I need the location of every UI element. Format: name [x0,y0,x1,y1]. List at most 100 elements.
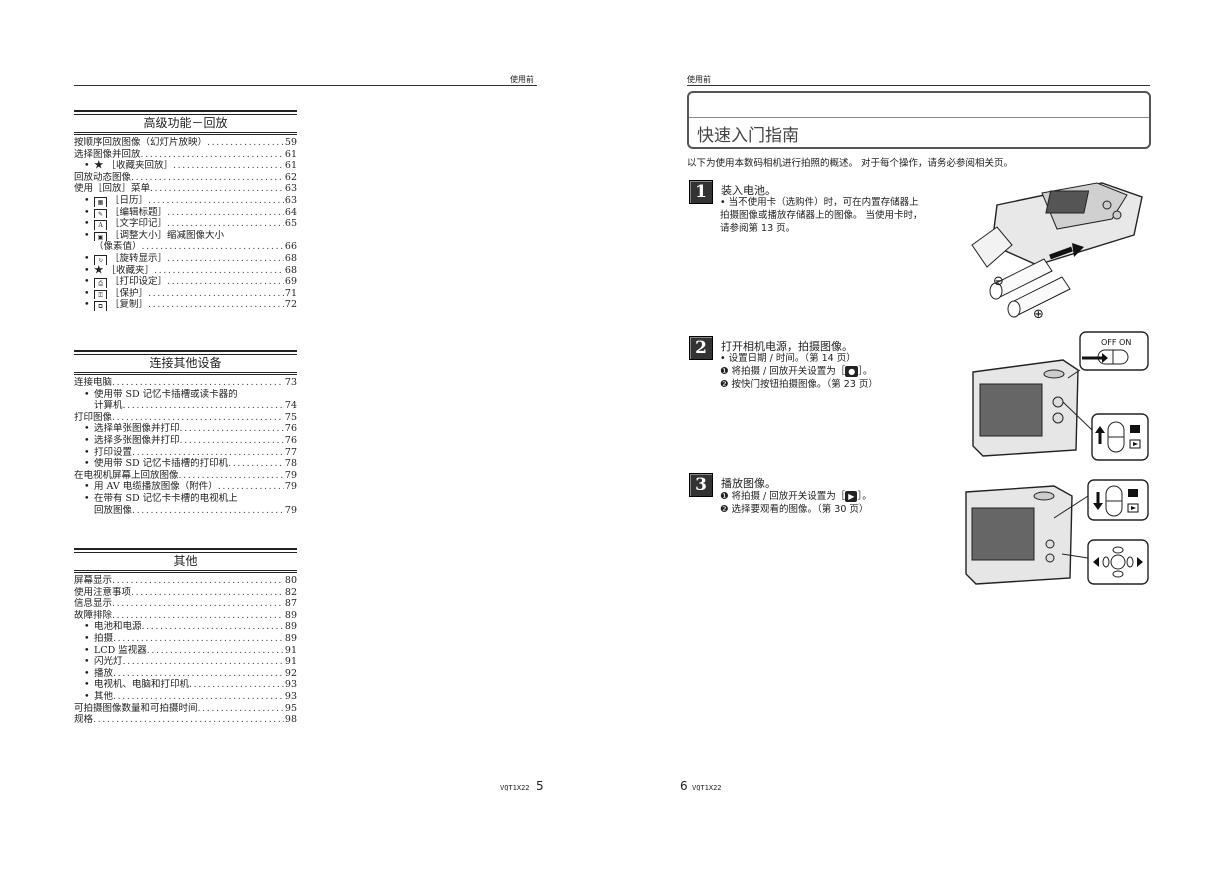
rotate-icon: ↻ [94,254,107,265]
toc-entry-text: 使用带 SD 记忆卡插槽或读卡器的 [94,388,238,400]
toc-entry-page: 93 [284,679,297,691]
toc-entry-text: 按顺序回放图像（幻灯片放映） [74,137,208,148]
toc-leader-dots [123,656,284,668]
toc-entry-page: 95 [284,702,297,714]
toc-entry[interactable]: •选择多张图像并打印76 [74,435,297,447]
toc-entry[interactable]: •★ ［收藏夹］68 [74,265,297,277]
toc-entry[interactable]: 回放图像79 [74,505,297,517]
edit-title-icon: ✎ [94,208,107,219]
toc-leader-dots [148,299,284,311]
toc-leader-dots [198,703,284,715]
toc-entry-text: 打印图像 [74,411,113,423]
toc-entry[interactable]: •拍摄89 [74,633,297,645]
section-bottom-rule [74,372,297,375]
toc-leader-dots [148,195,284,207]
toc-leader-dots [179,470,284,482]
right-footer-code: VQT1X22 [692,784,722,792]
toc-leader-dots [167,207,284,219]
toc-leader-dots [112,598,284,610]
toc-entry[interactable]: •在带有 SD 记忆卡卡槽的电视机上 [74,493,297,505]
toc-entry[interactable]: •播放92 [74,668,297,680]
toc-entry-text: 用 AV 电缆播放图像（附件） [94,481,218,493]
toc-entry-page: 89 [284,609,297,621]
toc-entry[interactable]: 使用注意事项82 [74,587,297,599]
toc-entry-page: 68 [284,252,297,264]
bullet: • [84,299,90,311]
toc-entry[interactable]: •电池和电源89 [74,621,297,633]
bullet: • [84,481,90,493]
toc-entry[interactable]: •✎［编辑标题］64 [74,207,297,219]
toc-entry-text: 使用带 SD 记忆卡插槽的打印机 [94,458,229,470]
toc-entry-text: ［编辑标题］ [110,206,168,218]
toc-leader-dots [167,253,284,265]
toc-entry[interactable]: •闪光灯91 [74,656,297,668]
section-top-rule [74,548,297,553]
off-on-label: OFF ON [1101,338,1131,347]
step-1-title: 装入电池。 [721,184,776,197]
bullet: • [84,160,90,172]
toc-leader-dots [113,633,284,645]
toc-leader-dots [93,714,284,726]
toc-entry[interactable]: 连接电脑73 [74,377,297,389]
toc-entry[interactable]: 故障排除89 [74,610,297,622]
toc-entry[interactable]: •⧉［复制］72 [74,299,297,311]
toc-entry-text: 回放动态图像 [74,171,132,183]
toc-entry[interactable]: •▦［日历］63 [74,195,297,207]
toc-entry[interactable]: （像素值）66 [74,241,297,253]
toc-entry[interactable]: •电视机、电脑和打印机93 [74,679,297,691]
toc-entry[interactable]: 使用［回放］菜单 63 [74,183,297,195]
toc-leader-dots [218,481,284,493]
toc-entry-text: 闪光灯 [94,656,123,668]
section-title: 连接其他设备 [149,356,222,370]
toc-entry[interactable]: •打印设置77 [74,447,297,459]
toc-entry[interactable]: 打印图像75 [74,412,297,424]
toc-entry[interactable]: 信息显示87 [74,598,297,610]
bullet: • [84,446,90,458]
toc-leader-dots [148,288,284,300]
toc-leader-dots [132,505,284,517]
toc-entry[interactable]: •使用带 SD 记忆卡插槽或读卡器的 [74,389,297,401]
toc-entry[interactable]: •用 AV 电缆播放图像（附件）79 [74,481,297,493]
toc-entry[interactable]: 回放动态图像62 [74,172,297,184]
toc-leader-dots [112,412,284,424]
toc-entry[interactable]: •↻［旋转显示］68 [74,253,297,265]
toc-entry[interactable]: •LCD 监视器91 [74,645,297,657]
step-1-line-3: 请参阅第 13 页。 [720,223,796,234]
bullet: • [84,434,90,446]
toc-entry[interactable]: 选择图像并回放61 [74,149,297,161]
toc-entry[interactable]: 按顺序回放图像（幻灯片放映）59 [74,137,297,149]
toc-leader-dots [154,265,284,277]
toc-entry-page: 76 [284,423,297,435]
toc-entry[interactable]: •▣［调整大小］缩减图像大小 [74,230,297,242]
step-2-line-2: ❶ 将拍摄 / 回放开关设置为［●］。 [720,366,873,378]
toc-entry-text: 使用［回放］菜单 [74,183,151,195]
toc-entry-text: ［保护］ [110,287,149,299]
toc-entry[interactable]: •选择单张图像并打印76 [74,423,297,435]
step-3-number: 3 [689,473,713,497]
toc-entry-page: 73 [284,377,297,388]
toc-entry[interactable]: •A［文字印记］65 [74,218,297,230]
toc-entry[interactable]: •⚿［保护］71 [74,288,297,300]
toc-leader-dots [112,377,284,389]
toc-entry[interactable]: •使用带 SD 记忆卡插槽的打印机78 [74,458,297,470]
resize-icon: ▣ [94,231,107,242]
toc-entry[interactable]: 在电视机屏幕上回放图像79 [74,470,297,482]
toc-entry[interactable]: 规格98 [74,714,297,726]
toc-leader-dots [132,447,284,459]
copy-icon: ⧉ [94,301,107,311]
toc-entry-page: 66 [284,241,297,253]
step-2-line-3: ❷ 按快门按钮拍摄图像。（第 23 页） [720,379,878,390]
toc-entry[interactable]: 屏幕显示80 [74,575,297,587]
toc-entry[interactable]: 可拍摄图像数量和可拍摄时间95 [74,703,297,715]
toc-entry[interactable]: 计算机74 [74,400,297,412]
guide-title-box: 快速入门指南 [687,91,1151,149]
toc-entry[interactable]: •其他93 [74,691,297,703]
toc-entry-page: 80 [284,575,297,586]
toc-entry-page: 63 [284,183,297,195]
toc-entry-text: ［文字印记］ [110,218,168,230]
toc-entry[interactable]: •★ ［收藏夹回放］61 [74,160,297,172]
toc-entry[interactable]: •⎙［打印设定］69 [74,276,297,288]
step-3-title: 播放图像。 [721,477,776,490]
toc-entry-text: 在带有 SD 记忆卡卡槽的电视机上 [94,492,238,504]
toc-entry-page: 77 [284,446,297,458]
